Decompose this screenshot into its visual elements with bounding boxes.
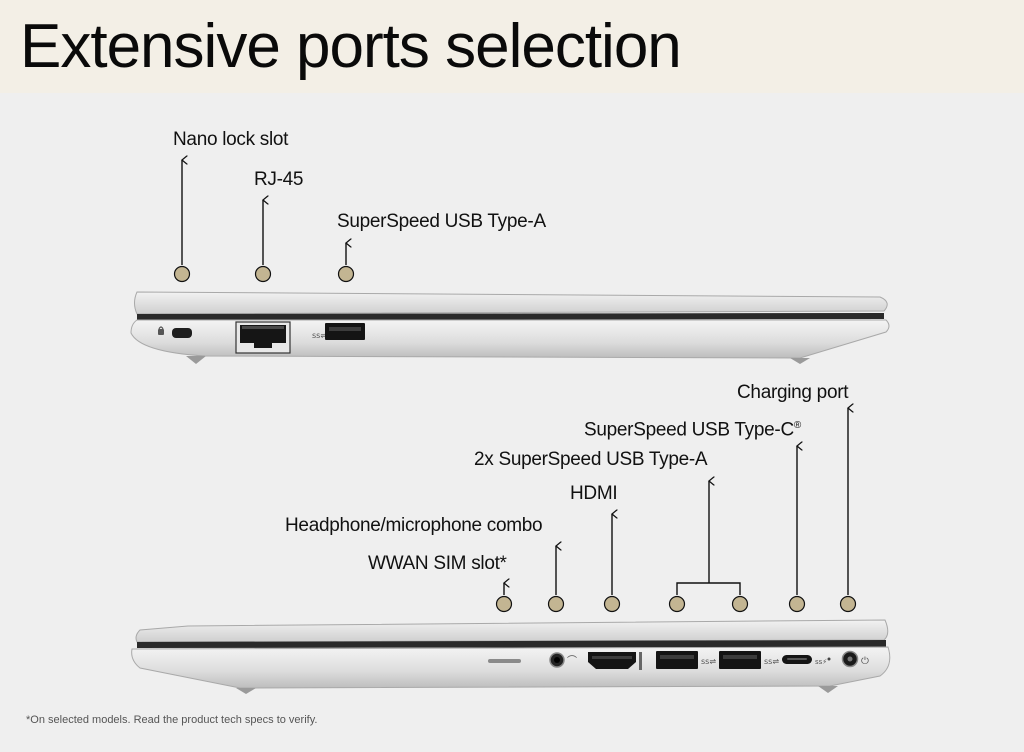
wwan-sim-slot	[488, 659, 521, 663]
headset-icon: ⌒	[567, 655, 577, 667]
callout-dot	[337, 265, 355, 283]
callout-dot	[668, 595, 686, 613]
hdmi-icon	[639, 652, 642, 670]
rubber-foot	[818, 686, 838, 693]
usb-a-port: ss⇌	[312, 323, 365, 340]
rubber-foot	[236, 688, 256, 694]
lock-icon	[158, 329, 164, 335]
audio-jack: ⌒	[549, 652, 577, 668]
usb-ss-icon: ss⇌	[312, 331, 327, 340]
rubber-foot	[186, 356, 206, 364]
callout-dot	[495, 595, 513, 613]
header-band: Extensive ports selection	[0, 0, 1024, 93]
led-indicator	[827, 657, 831, 661]
callout-dot	[547, 595, 565, 613]
laptop-right-side: ⌒ ss⇌ ss⇌ ss⚡	[131, 619, 891, 694]
label-usb-type-c: SuperSpeed USB Type-C®	[584, 415, 801, 441]
hdmi-port	[588, 652, 642, 670]
label-rj45: RJ-45	[254, 169, 304, 190]
label-headphone-combo: Headphone/microphone combo	[285, 515, 543, 536]
callout-dot	[173, 265, 191, 283]
usb-c-icon: ss⚡	[815, 658, 827, 666]
registered-mark: ®	[793, 420, 801, 431]
usb-ss-icon: ss⇌	[701, 657, 716, 666]
label-nano-lock-slot: Nano lock slot	[173, 129, 289, 150]
label-usb-type-c-text: SuperSpeed USB Type-C	[584, 419, 794, 441]
bottom-callouts	[495, 408, 857, 613]
rubber-foot	[790, 358, 810, 364]
label-charging-port: Charging port	[737, 382, 849, 403]
callout-dot	[254, 265, 272, 283]
footnote: *On selected models. Read the product te…	[26, 714, 318, 726]
page-title: Extensive ports selection	[20, 12, 682, 81]
usb-c-port: ss⚡	[782, 655, 831, 666]
usb-a-port-1: ss⇌	[656, 651, 716, 669]
callout-dot	[731, 595, 749, 613]
label-usb-type-a: SuperSpeed USB Type-A	[337, 211, 546, 232]
laptop-left-side: ⋮⋯ ss⇌	[130, 291, 890, 364]
label-wwan-sim-slot: WWAN SIM slot*	[368, 553, 507, 574]
rj45-port: ⋮⋯	[233, 321, 291, 354]
charging-port: ⏻	[841, 650, 869, 668]
usb-ss-icon: ss⇌	[764, 657, 779, 666]
nano-lock-slot	[158, 326, 192, 338]
label-hdmi: HDMI	[570, 483, 618, 504]
top-callouts	[173, 160, 355, 283]
usb-a-port-2: ss⇌	[719, 651, 779, 669]
callout-dot	[788, 595, 806, 613]
power-plug-icon: ⏻	[861, 656, 869, 667]
label-2x-usb-type-a: 2x SuperSpeed USB Type-A	[474, 449, 708, 470]
callout-dot	[603, 595, 621, 613]
callout-dot	[839, 595, 857, 613]
